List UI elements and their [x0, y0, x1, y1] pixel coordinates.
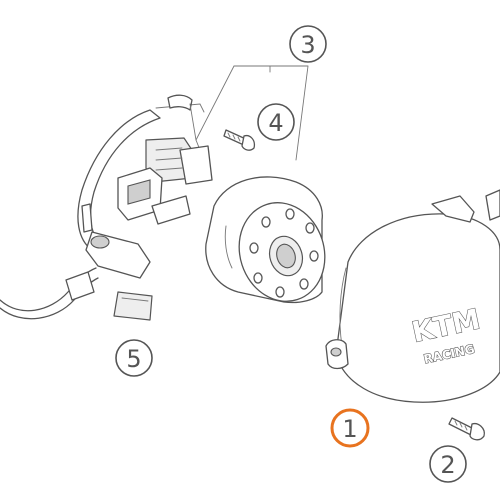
cover-screw — [448, 417, 485, 441]
callout-2: 2 — [429, 445, 467, 483]
flywheel-holes — [249, 208, 319, 298]
callout-5-label: 5 — [126, 345, 141, 373]
callout-3-leader — [195, 65, 309, 161]
stator-screw — [223, 129, 256, 151]
callout-3: 3 — [289, 25, 327, 63]
gasket-pad — [113, 291, 153, 321]
callout-4-label: 4 — [268, 109, 283, 137]
callout-1: 1 — [330, 408, 370, 448]
callout-2-label: 2 — [440, 451, 455, 479]
flywheel-rotor — [205, 176, 326, 304]
callout-4: 4 — [257, 103, 295, 141]
callout-1-label: 1 — [342, 415, 357, 443]
ignition-cover: KTM RACING — [325, 189, 500, 403]
stator-plate — [65, 94, 213, 301]
callout-5: 5 — [115, 339, 153, 377]
callout-3-label: 3 — [300, 31, 315, 59]
